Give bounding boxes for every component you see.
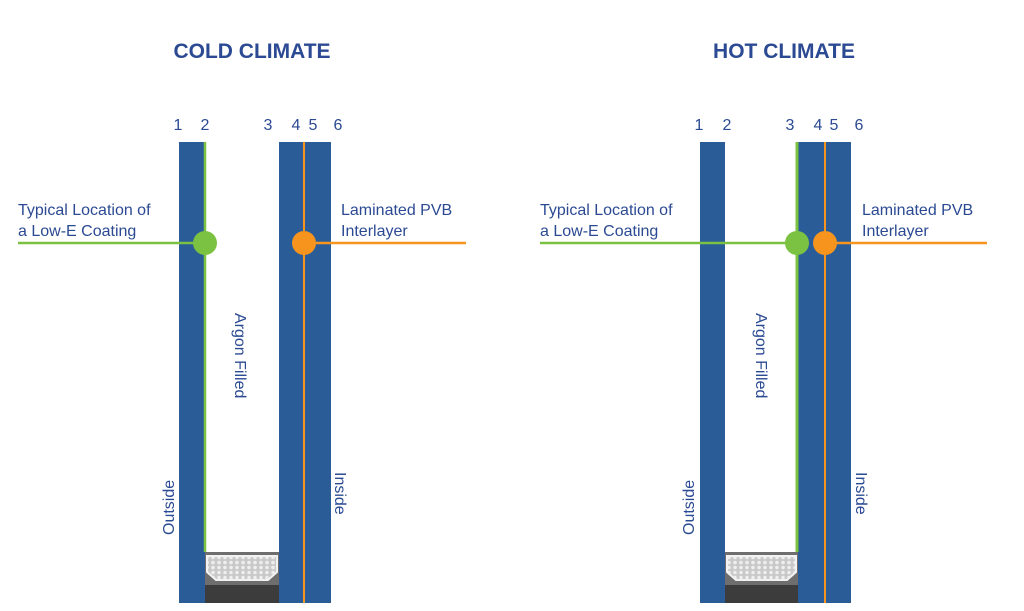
- panel-title: COLD CLIMATE: [173, 40, 330, 63]
- surface-number: 5: [309, 117, 318, 134]
- pvb-label: Laminated PVB: [341, 202, 452, 219]
- surface-number: 4: [814, 117, 823, 134]
- outside-label: Outside: [161, 480, 178, 535]
- surface-number: 3: [264, 117, 273, 134]
- argon-label: Argon Filled: [752, 313, 769, 398]
- desiccant: [206, 555, 278, 581]
- pvb-label: Laminated PVB: [862, 202, 973, 219]
- pvb-marker: [813, 231, 837, 255]
- low-e-marker: [785, 231, 809, 255]
- surface-number: 6: [855, 117, 864, 134]
- surface-number: 1: [174, 117, 183, 134]
- sealant: [725, 585, 798, 603]
- low-e-label: a Low-E Coating: [540, 223, 658, 240]
- pvb-marker: [292, 231, 316, 255]
- surface-number: 1: [695, 117, 704, 134]
- argon-label: Argon Filled: [231, 313, 248, 398]
- outer-glass-pane: [179, 142, 205, 603]
- surface-number: 3: [786, 117, 795, 134]
- pvb-label: Interlayer: [341, 223, 408, 240]
- low-e-marker: [193, 231, 217, 255]
- sealant: [205, 585, 279, 603]
- cold-climate-panel: COLD CLIMATE 1 2 3 4 5 6 Typical Locatio…: [18, 40, 466, 603]
- surface-number: 4: [292, 117, 301, 134]
- inside-label: Inside: [331, 472, 348, 515]
- surface-number: 2: [201, 117, 210, 134]
- inside-label: Inside: [852, 472, 869, 515]
- outside-label: Outside: [681, 480, 698, 535]
- hot-climate-panel: HOT CLIMATE 1 2 3 4 5 6 Typical Location…: [540, 40, 987, 603]
- low-e-label: a Low-E Coating: [18, 223, 136, 240]
- low-e-label: Typical Location of: [540, 202, 673, 219]
- pvb-label: Interlayer: [862, 223, 929, 240]
- low-e-label: Typical Location of: [18, 202, 151, 219]
- outer-glass-pane: [700, 142, 725, 603]
- surface-number: 2: [723, 117, 732, 134]
- surface-number: 5: [830, 117, 839, 134]
- panel-title: HOT CLIMATE: [713, 40, 855, 63]
- surface-number: 6: [334, 117, 343, 134]
- desiccant: [726, 555, 797, 581]
